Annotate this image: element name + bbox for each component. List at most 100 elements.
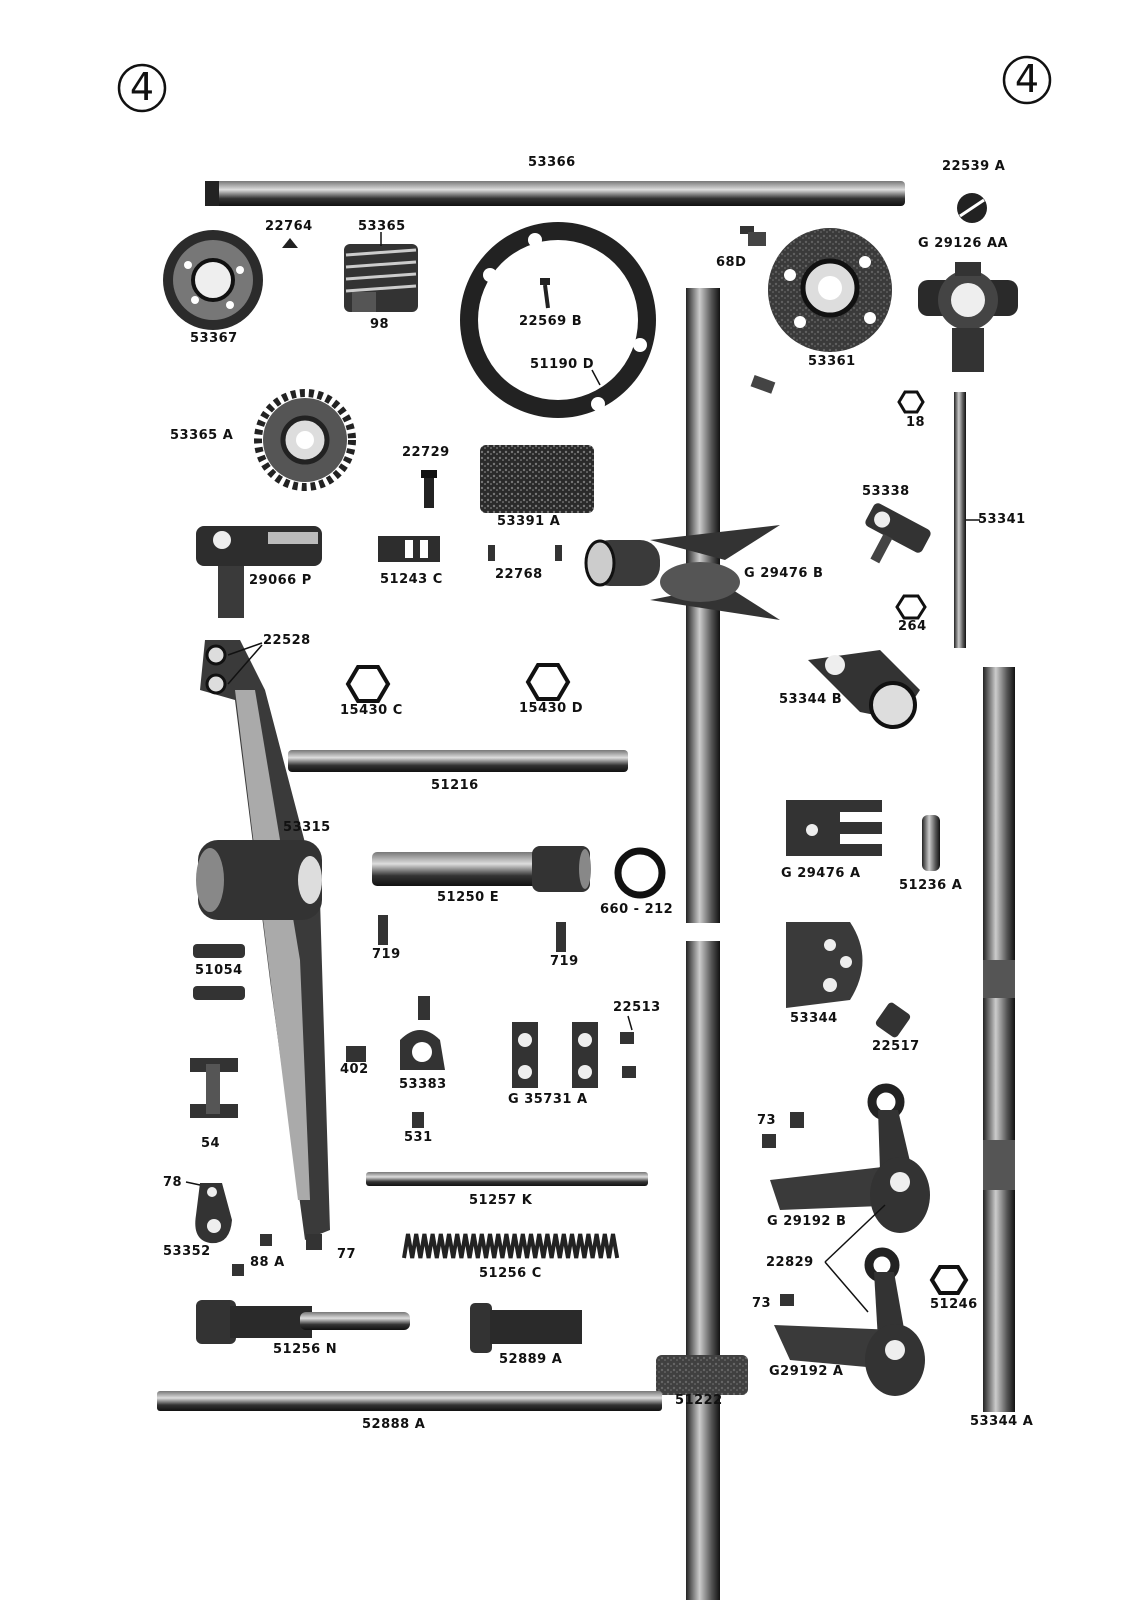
- page-number-left: 4: [129, 65, 155, 109]
- label-53367: 53367: [190, 331, 238, 346]
- link-54: [190, 1058, 238, 1118]
- part-51250e: [372, 846, 591, 892]
- screw-22528-b: [205, 673, 227, 695]
- label-719-b: 719: [550, 954, 579, 969]
- label-53391a: 53391 A: [497, 514, 561, 529]
- label-402: 402: [340, 1062, 369, 1077]
- label-g29126aa: G 29126 AA: [918, 236, 1009, 251]
- label-77: 77: [337, 1247, 357, 1262]
- plates-g35731a: [512, 1022, 598, 1088]
- screw-22513-b: [622, 1066, 636, 1078]
- label-22513: 22513: [613, 1000, 661, 1015]
- label-53338: 53338: [862, 484, 910, 499]
- label-51190d: 51190 D: [530, 357, 595, 372]
- part-g29476b: [584, 525, 780, 620]
- part-51256n: [196, 1300, 410, 1344]
- label-53366: 53366: [528, 155, 576, 170]
- label-g35731a: G 35731 A: [508, 1092, 588, 1107]
- felt-53391a: [480, 445, 594, 513]
- part-22764: [282, 238, 298, 248]
- plate-53344: [786, 922, 863, 1008]
- pin-719-a: [378, 915, 388, 945]
- label-51054: 51054: [195, 963, 243, 978]
- nut-51246: [929, 1265, 969, 1295]
- part-77: [306, 1234, 322, 1250]
- gear-53365a: [254, 389, 356, 491]
- rod-53341: [954, 392, 966, 648]
- label-51256n: 51256 N: [273, 1342, 338, 1357]
- screw-73-a: [790, 1112, 804, 1128]
- part-51243c: [378, 536, 440, 562]
- label-51250e: 51250 E: [437, 890, 500, 905]
- ring-660-212: [614, 847, 666, 899]
- label-53352: 53352: [163, 1244, 211, 1259]
- crank-g29192a: [774, 1247, 925, 1396]
- label-88a: 88 A: [250, 1255, 285, 1270]
- page-number-right: 4: [1014, 57, 1040, 101]
- part-53338: [865, 503, 931, 564]
- label-53365: 53365: [358, 219, 406, 234]
- crank-g29192b: [770, 1083, 930, 1233]
- label-22539a: 22539 A: [942, 159, 1006, 174]
- label-22768: 22768: [495, 567, 543, 582]
- page-number-circle-left: [117, 63, 167, 113]
- screw-22729: [424, 472, 434, 508]
- label-g29192a: G29192 A: [769, 1364, 844, 1379]
- label-g29476a: G 29476 A: [781, 866, 861, 881]
- bolt-22517: [875, 1002, 911, 1038]
- label-264: 264: [898, 619, 927, 634]
- label-719-a: 719: [372, 947, 401, 962]
- label-73-b: 73: [752, 1296, 772, 1311]
- label-51246: 51246: [930, 1297, 978, 1312]
- label-51236a: 51236 A: [899, 878, 963, 893]
- label-531: 531: [404, 1130, 433, 1145]
- part-g29476a: [786, 800, 882, 856]
- screw-73-c: [780, 1294, 794, 1306]
- pin-51054-b: [193, 986, 245, 1000]
- label-51216: 51216: [431, 778, 479, 793]
- nut-15430d: [525, 663, 571, 701]
- screw-22768-b: [555, 545, 562, 561]
- screw-68d: [740, 226, 766, 246]
- part-52889a: [470, 1303, 582, 1353]
- screw-22768-a: [488, 545, 495, 561]
- part-29066p: [196, 526, 322, 618]
- label-51256c: 51256 C: [479, 1266, 542, 1281]
- label-51222: 51222: [675, 1393, 723, 1408]
- label-54: 54: [201, 1136, 221, 1151]
- label-660-212: 660 - 212: [600, 902, 674, 917]
- screw-68d-b: [750, 374, 776, 394]
- screw-22569b: [540, 278, 550, 309]
- part-402: [346, 1046, 366, 1062]
- label-53315: 53315: [283, 820, 331, 835]
- part-53383: [400, 996, 445, 1070]
- nut-15430c: [345, 665, 391, 703]
- label-53341: 53341: [978, 512, 1026, 527]
- shaft-52888a: [157, 1391, 662, 1411]
- label-68d: 68D: [716, 255, 747, 270]
- screw-22513-a: [620, 1032, 634, 1044]
- label-22729: 22729: [402, 445, 450, 460]
- nut-18: [897, 390, 925, 414]
- pin-51236a: [922, 815, 940, 871]
- label-22569b: 22569 B: [519, 314, 583, 329]
- shaft-51216: [288, 750, 628, 772]
- screw-88a-b: [232, 1264, 244, 1276]
- label-52889a: 52889 A: [499, 1352, 563, 1367]
- spring-51256c: [402, 1232, 620, 1260]
- shaft-51257k: [366, 1172, 648, 1186]
- bracket-g29126aa: [918, 262, 1018, 372]
- label-22764: 22764: [265, 219, 313, 234]
- label-g29476b: G 29476 B: [744, 566, 824, 581]
- label-15430d: 15430 D: [519, 701, 584, 716]
- screw-22528-a: [205, 644, 227, 666]
- label-98: 98: [370, 317, 390, 332]
- label-53344: 53344: [790, 1011, 838, 1026]
- shaft-53344a: [983, 667, 1015, 1412]
- pin-51054-a: [193, 944, 245, 958]
- label-53361: 53361: [808, 354, 856, 369]
- label-18: 18: [906, 415, 926, 430]
- label-22829: 22829: [766, 1255, 814, 1270]
- label-53383: 53383: [399, 1077, 447, 1092]
